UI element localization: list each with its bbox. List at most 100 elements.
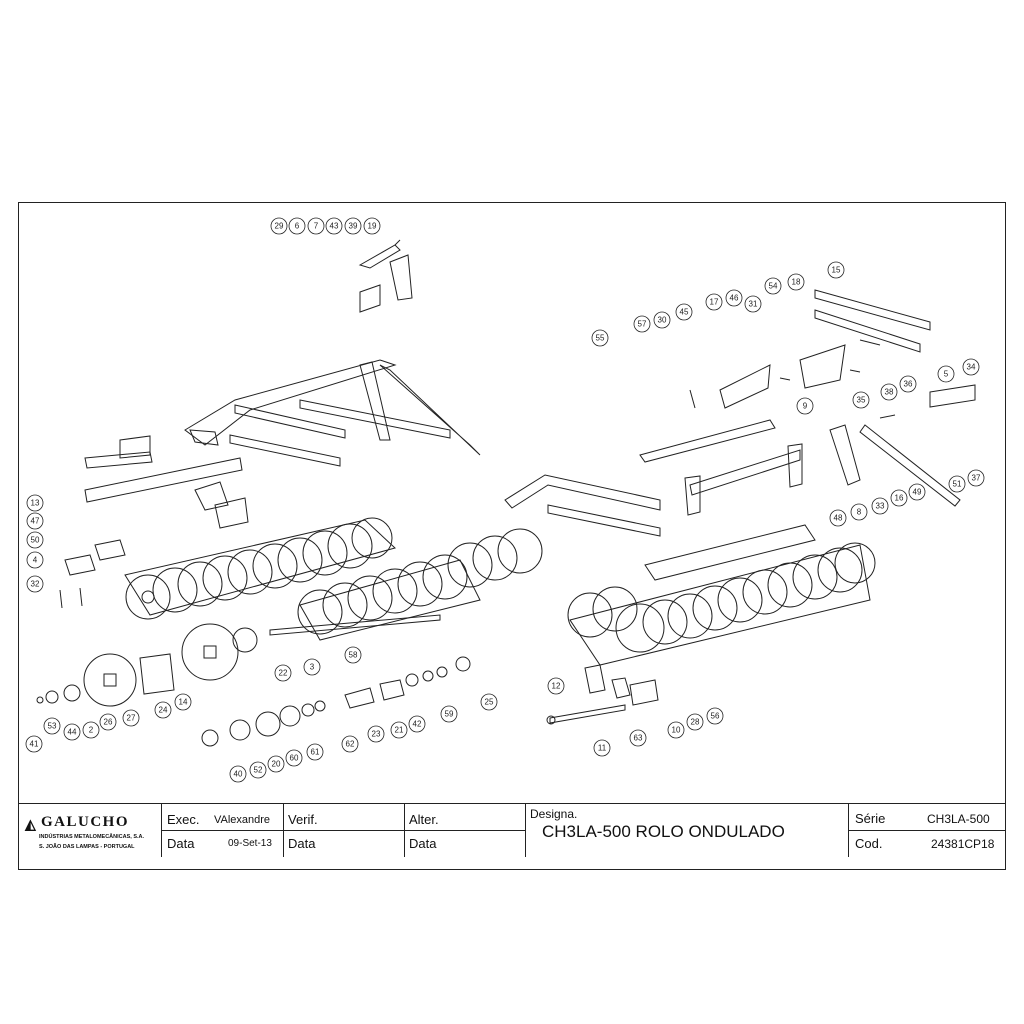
callout-circle bbox=[967, 469, 985, 487]
callout-number: 25 bbox=[485, 698, 494, 707]
callout-2: 2 bbox=[82, 721, 100, 739]
callout-circle bbox=[408, 715, 426, 733]
callout-61: 61 bbox=[306, 743, 324, 761]
callout-circle bbox=[285, 749, 303, 767]
callout-number: 57 bbox=[638, 320, 647, 329]
callout-number: 18 bbox=[792, 278, 801, 287]
callout-circle bbox=[706, 707, 724, 725]
callout-number: 48 bbox=[834, 514, 843, 523]
callout-circle bbox=[899, 375, 917, 393]
callout-number: 3 bbox=[310, 663, 315, 672]
callout-34: 34 bbox=[962, 358, 980, 376]
callout-number: 11 bbox=[598, 744, 607, 753]
callout-circle bbox=[363, 217, 381, 235]
callout-50: 50 bbox=[26, 531, 44, 549]
callout-circle bbox=[344, 217, 362, 235]
callout-number: 17 bbox=[710, 298, 719, 307]
left-roller-parts bbox=[36, 614, 441, 707]
serie-midline bbox=[849, 830, 1005, 831]
callout-19: 19 bbox=[363, 217, 381, 235]
callout-number: 55 bbox=[596, 334, 605, 343]
alter-label: Alter. bbox=[409, 812, 439, 827]
callout-number: 45 bbox=[680, 308, 689, 317]
callout-number: 58 bbox=[349, 651, 358, 660]
callout-circle bbox=[63, 723, 81, 741]
callout-number: 14 bbox=[179, 698, 188, 707]
callout-number: 22 bbox=[279, 669, 288, 678]
callout-number: 7 bbox=[314, 222, 319, 231]
callout-25: 25 bbox=[480, 693, 498, 711]
callout-circle bbox=[787, 273, 805, 291]
callout-circle bbox=[962, 358, 980, 376]
callout-48: 48 bbox=[829, 509, 847, 527]
callout-number: 41 bbox=[30, 740, 39, 749]
serie-value: CH3LA-500 bbox=[927, 812, 990, 826]
callout-circle bbox=[725, 289, 743, 307]
callout-13: 13 bbox=[26, 494, 44, 512]
callout-circle bbox=[390, 721, 408, 739]
callout-circle bbox=[122, 709, 140, 727]
callout-60: 60 bbox=[285, 749, 303, 767]
callout-8: 8 bbox=[850, 503, 868, 521]
callout-circle bbox=[852, 391, 870, 409]
callout-circle bbox=[154, 701, 172, 719]
designation-label: Designa. bbox=[530, 807, 578, 821]
cod-label: Cod. bbox=[855, 836, 883, 851]
callout-number: 13 bbox=[31, 499, 40, 508]
callout-circle bbox=[593, 739, 611, 757]
callout-number: 5 bbox=[944, 370, 949, 379]
company-name: GALUCHO bbox=[41, 814, 130, 830]
callout-number: 42 bbox=[413, 720, 422, 729]
callout-56: 56 bbox=[706, 707, 724, 725]
data-label-1: Data bbox=[167, 836, 195, 851]
callout-circle bbox=[796, 397, 814, 415]
callout-42: 42 bbox=[408, 715, 426, 733]
callout-circle bbox=[653, 311, 671, 329]
exec-cell: Exec. VAlexandre Data 09-Set-13 bbox=[162, 804, 284, 857]
callout-55: 55 bbox=[591, 329, 609, 347]
callout-circle bbox=[850, 503, 868, 521]
verif-cell: Verif. Data bbox=[284, 804, 405, 857]
callout-number: 36 bbox=[904, 380, 913, 389]
callout-30: 30 bbox=[653, 311, 671, 329]
callout-number: 8 bbox=[857, 508, 862, 517]
callout-circle bbox=[325, 217, 343, 235]
callout-number: 51 bbox=[953, 480, 962, 489]
callout-circle bbox=[26, 531, 44, 549]
callout-number: 26 bbox=[104, 718, 113, 727]
callout-23: 23 bbox=[367, 725, 385, 743]
callout-number: 43 bbox=[330, 222, 339, 231]
callout-10: 10 bbox=[667, 721, 685, 739]
callout-number: 44 bbox=[68, 728, 77, 737]
callout-54: 54 bbox=[764, 277, 782, 295]
callout-circle bbox=[99, 713, 117, 731]
callout-number: 15 bbox=[832, 266, 841, 275]
data-label-3: Data bbox=[409, 836, 437, 851]
callout-circle bbox=[480, 693, 498, 711]
callout-20: 20 bbox=[267, 755, 285, 773]
callout-circle bbox=[341, 735, 359, 753]
callout-number: 54 bbox=[769, 282, 778, 291]
callout-number: 53 bbox=[48, 722, 57, 731]
callout-9: 9 bbox=[796, 397, 814, 415]
callout-17: 17 bbox=[705, 293, 723, 311]
callout-15: 15 bbox=[827, 261, 845, 279]
callout-circle bbox=[629, 729, 647, 747]
callout-59: 59 bbox=[440, 705, 458, 723]
callout-number: 63 bbox=[634, 734, 643, 743]
callout-circle bbox=[26, 512, 44, 530]
top-bracket-assembly bbox=[358, 239, 413, 313]
callout-circle bbox=[43, 717, 61, 735]
callout-40: 40 bbox=[229, 765, 247, 783]
exploded-parts-drawing: 2967433919134750432534144226272414223584… bbox=[25, 217, 985, 783]
company-line2: S. JOÃO DAS LAMPAS - PORTUGAL bbox=[39, 844, 135, 850]
callout-number: 39 bbox=[349, 222, 358, 231]
callout-21: 21 bbox=[390, 721, 408, 739]
callout-number: 23 bbox=[372, 730, 381, 739]
callout-11: 11 bbox=[593, 739, 611, 757]
callout-number: 50 bbox=[31, 536, 40, 545]
data-value: 09-Set-13 bbox=[228, 838, 272, 849]
company-line1: INDÚSTRIAS METALOMECÂNICAS, S.A. bbox=[39, 834, 145, 840]
callout-32: 32 bbox=[26, 575, 44, 593]
